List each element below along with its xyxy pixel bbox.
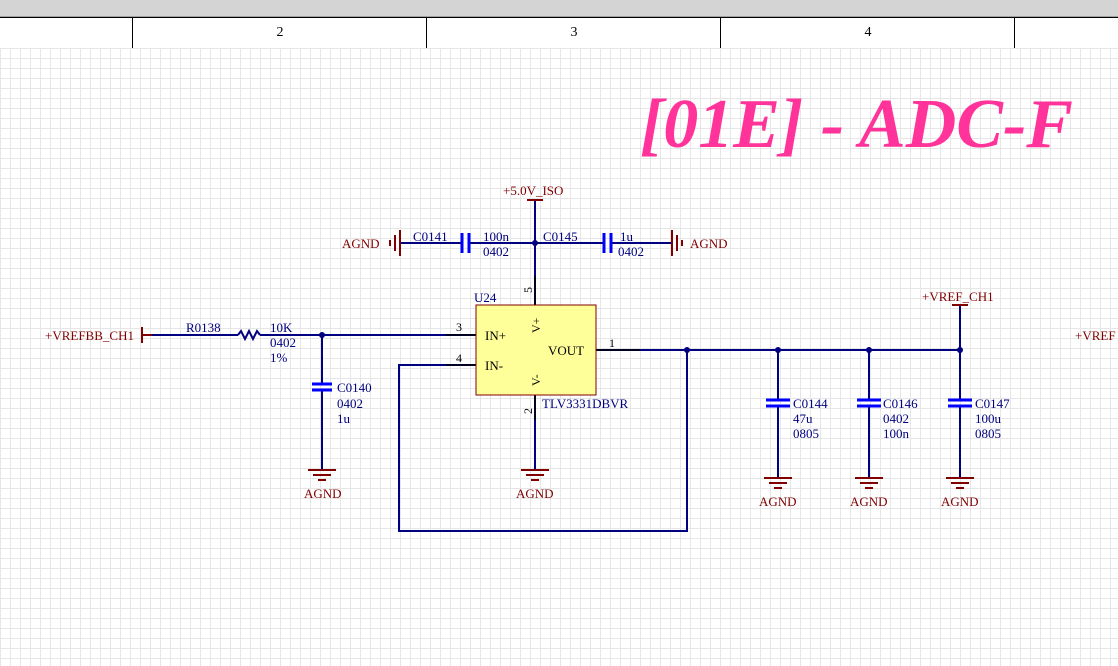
c0141-ref: C0141 (413, 229, 448, 244)
power-port-vcc[interactable]: +5.0V_ISO (503, 183, 563, 201)
wire-feedback (398, 350, 688, 532)
c0146-ref: C0146 (883, 396, 918, 411)
c0145-package: 0402 (618, 244, 644, 259)
resistor-r0138[interactable]: R0138 10K 0402 1% (186, 320, 296, 365)
c0147-ref: C0147 (975, 396, 1010, 411)
c0144-ref: C0144 (793, 396, 828, 411)
pin-label-inminus: IN- (485, 358, 503, 373)
junctions (319, 240, 963, 353)
c0145-ref: C0145 (543, 229, 578, 244)
gnd-label-c0145: AGND (690, 236, 728, 251)
resistor-value: 10K (270, 320, 293, 335)
gnd-label-c0147: AGND (941, 494, 979, 509)
pin-number-1: 1 (609, 336, 615, 350)
capacitor-c0147[interactable]: C0147 100u 0805 (948, 396, 1010, 441)
gnd-label-c0146: AGND (850, 494, 888, 509)
junction-c0147 (957, 347, 963, 353)
pin-number-3: 3 (456, 320, 462, 334)
pin-label-vout: VOUT (548, 343, 584, 358)
gnd-c0145[interactable]: AGND (671, 230, 728, 256)
gnd-c0140[interactable]: AGND (304, 469, 342, 501)
gnd-label-c0140: AGND (304, 486, 342, 501)
pin-stubs (446, 276, 640, 420)
gnd-c0141[interactable]: AGND (342, 230, 401, 256)
power-port-vref-right[interactable]: +VREF (1075, 328, 1116, 343)
pin-number-2: 2 (521, 408, 535, 414)
c0145-value: 1u (620, 229, 634, 244)
schematic-sheet[interactable]: [01E] - ADC-F (0, 48, 1118, 666)
c0144-value: 47u (793, 411, 813, 426)
c0140-value: 1u (337, 411, 351, 426)
zone-3: 3 (426, 18, 721, 48)
opamp-body (475, 304, 597, 396)
resistor-symbol (237, 328, 261, 342)
capacitor-c0145[interactable]: C0145 1u 0402 (543, 229, 644, 259)
zone-4: 4 (720, 18, 1015, 48)
gnd-label-c0144: AGND (759, 494, 797, 509)
gnd-u24[interactable]: AGND (516, 469, 554, 501)
capacitor-c0140[interactable]: C0140 0402 1u (312, 380, 372, 426)
junction-inplus (319, 332, 325, 338)
pin-label-vminus: V- (529, 374, 543, 386)
resistor-tolerance: 1% (270, 350, 288, 365)
opamp-designator: U24 (474, 290, 497, 305)
gnd-c0146[interactable]: AGND (850, 477, 888, 509)
capacitor-c0146[interactable]: C0146 0402 100n (857, 396, 918, 441)
power-port-vref-ch1[interactable]: +VREF_CH1 (922, 289, 994, 306)
pin-label-vplus: V+ (529, 317, 543, 333)
zone-ruler: 2 3 4 (0, 17, 1118, 49)
c0140-ref: C0140 (337, 380, 372, 395)
gnd-c0147[interactable]: AGND (941, 477, 979, 509)
capacitor-c0144[interactable]: C0144 47u 0805 (766, 396, 828, 441)
capacitor-c0141[interactable]: C0141 100n 0402 (413, 229, 510, 259)
window-top-bar (0, 0, 1118, 17)
gnd-label-u24: AGND (516, 486, 554, 501)
zone-5 (1014, 18, 1118, 48)
net-label-vref-right: +VREF (1075, 328, 1116, 343)
pin-number-5: 5 (521, 287, 535, 293)
schematic-canvas[interactable]: [01E] - ADC-F (0, 48, 1118, 666)
net-label-vrefbb: +VREFBB_CH1 (45, 328, 134, 343)
gnd-label-c0141: AGND (342, 236, 380, 251)
c0147-value: 100u (975, 411, 1002, 426)
pin-label-inplus: IN+ (485, 328, 506, 343)
junction-c0146 (866, 347, 872, 353)
opamp-part-number: TLV3331DBVR (542, 396, 629, 411)
power-port-vrefbb[interactable]: +VREFBB_CH1 (45, 327, 152, 343)
junction-feedback (684, 347, 690, 353)
resistor-package: 0402 (270, 335, 296, 350)
junction-vcc (532, 240, 538, 246)
net-label-vcc: +5.0V_ISO (503, 183, 563, 198)
opamp-u24[interactable]: U24 TLV3331DBVR IN+ IN- VOUT V+ V- 3 4 1… (456, 287, 629, 414)
resistor-ref: R0138 (186, 320, 221, 335)
c0141-value: 100n (483, 229, 510, 244)
c0144-package: 0805 (793, 426, 819, 441)
net-label-vref-ch1: +VREF_CH1 (922, 289, 994, 304)
zone-2: 2 (132, 18, 427, 48)
junction-c0144 (775, 347, 781, 353)
gnd-c0144[interactable]: AGND (759, 477, 797, 509)
c0141-package: 0402 (483, 244, 509, 259)
sheet-title: [01E] - ADC-F (640, 86, 1073, 163)
c0140-package: 0402 (337, 396, 363, 411)
pin-number-4: 4 (456, 351, 462, 365)
c0146-package: 0402 (883, 411, 909, 426)
c0146-value: 100n (883, 426, 910, 441)
c0147-package: 0805 (975, 426, 1001, 441)
